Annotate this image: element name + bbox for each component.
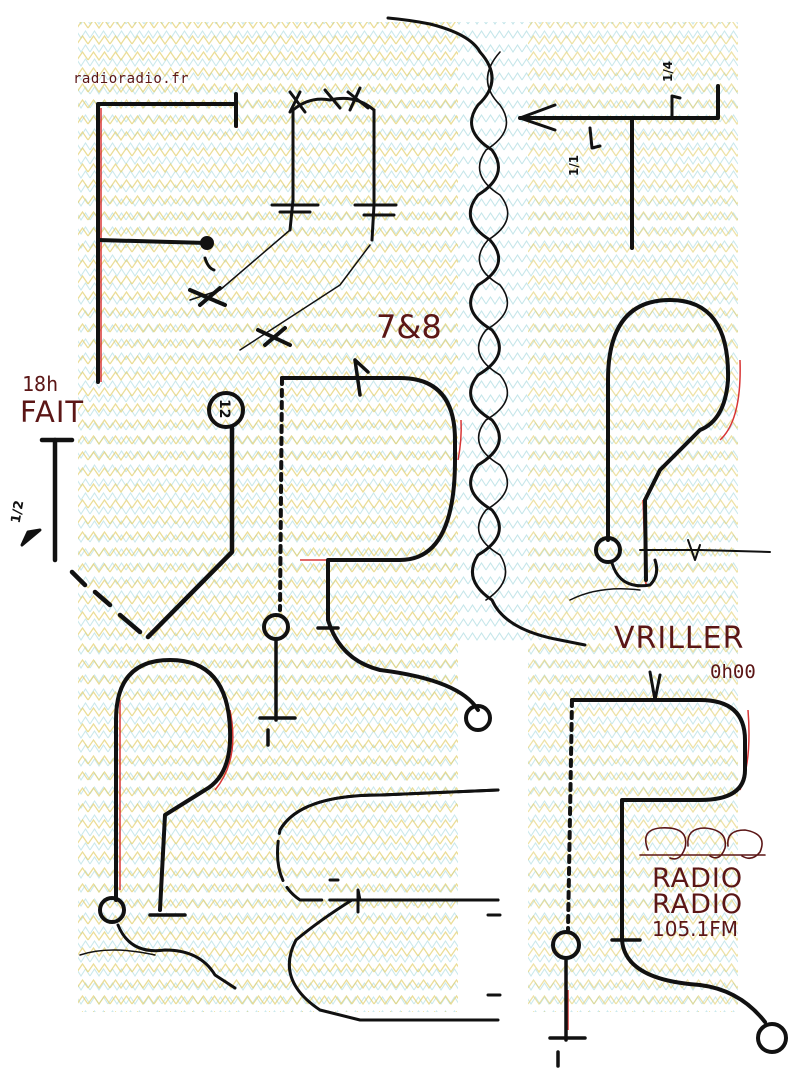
right-time: 0h00 (710, 661, 756, 683)
mark-half: 1/2 (9, 499, 28, 524)
twelve-badge (207, 391, 245, 429)
ratio-label: 7&8 (376, 308, 442, 346)
left-word: FAIT (20, 395, 85, 429)
f-shape (96, 102, 238, 384)
brand-line2: RADIO (652, 889, 744, 920)
brand-frequency: 105.1FM (652, 917, 739, 941)
brand-line1: RADIO (652, 863, 744, 894)
mark-quarter: 1/4 (661, 61, 675, 82)
radio-logo-loops (639, 827, 766, 860)
line-drawing (20, 16, 788, 1068)
left-time: 18h (22, 372, 59, 396)
radio-brand: RADIO RADIO 105.1FM (652, 865, 743, 939)
site-url[interactable]: radioradio.fr (73, 71, 190, 87)
small-marks: 1/2 1/1 1/4 12 (9, 61, 675, 525)
twelve-label: 12 (216, 399, 232, 418)
hatch-background (78, 22, 738, 1012)
mark-one-one: 1/1 (567, 155, 581, 176)
ladder-left (288, 108, 295, 232)
right-word: VRILLER (614, 621, 745, 656)
twisted-rope (386, 16, 587, 647)
